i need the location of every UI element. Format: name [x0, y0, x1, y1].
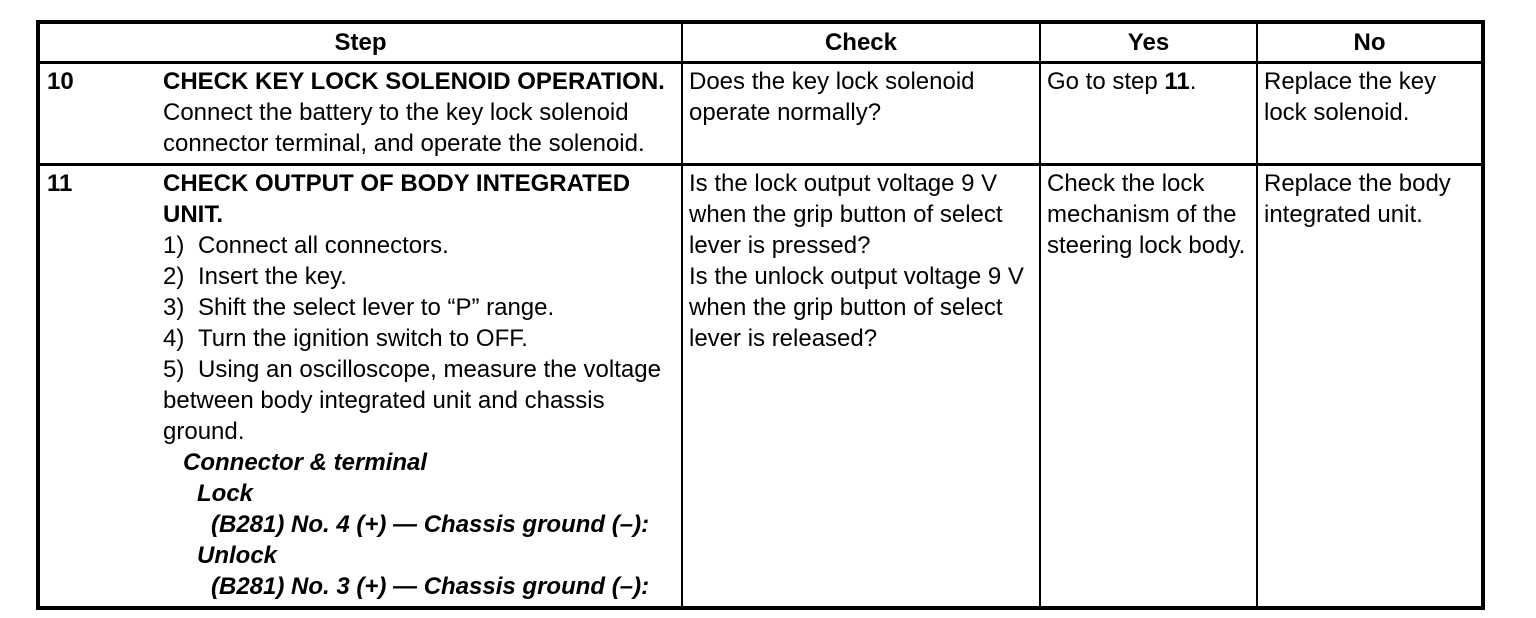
step-11-number: 11	[47, 170, 73, 197]
step-11-check-question-2: Is the unlock output voltage 9 V when th…	[689, 263, 1024, 352]
step-11-yes-cell: Check the lock mechanism of the steering…	[1039, 163, 1258, 609]
step-10-yes-text: Go to step 11.	[1047, 68, 1197, 95]
substep-1-number: 1)	[163, 232, 185, 259]
substep-2-number: 2)	[163, 263, 185, 290]
substep-4: 4) Turn the ignition switch to OFF.	[163, 323, 675, 354]
substep-1-text: Connect all connectors.	[198, 232, 449, 259]
substep-3: 3) Shift the select lever to “P” range.	[163, 292, 675, 323]
table-row-step-10: 10 CHECK KEY LOCK SOLENOID OPERATION. Co…	[37, 61, 1484, 166]
step-10-check-cell: Does the key lock solenoid operate norma…	[681, 61, 1041, 166]
table-header-row: Step Check Yes No	[37, 21, 1484, 64]
step-11-check-cell: Is the lock output voltage 9 V when the …	[681, 163, 1041, 609]
substep-5-number: 5)	[163, 356, 185, 383]
step-ref: 11	[1164, 68, 1190, 95]
spec-unlock-label: Unlock	[197, 542, 278, 569]
substep-1: 1) Connect all connectors.	[163, 230, 675, 261]
spec-unlock-terminal: (B281) No. 3 (+) — Chassis ground (–):	[211, 573, 650, 600]
step-11-title: CHECK OUTPUT OF BODY INTEGRATED UNIT.	[163, 170, 631, 228]
substep-3-text: Shift the select lever to “P” range.	[198, 294, 555, 321]
step-10-body: Connect the battery to the key lock sole…	[163, 99, 645, 157]
column-header-step: Step	[37, 21, 683, 64]
spec-lock-terminal: (B281) No. 4 (+) — Chassis ground (–):	[211, 511, 650, 538]
step-11-no-text: Replace the body integrated unit.	[1264, 170, 1451, 228]
step-10-cell: 10 CHECK KEY LOCK SOLENOID OPERATION. Co…	[37, 61, 683, 166]
step-11-no-cell: Replace the body integrated unit.	[1256, 163, 1484, 609]
substep-2: 2) Insert the key.	[163, 261, 675, 292]
substep-5: 5)Using an oscilloscope, measure the vol…	[163, 354, 675, 447]
step-10-title: CHECK KEY LOCK SOLENOID OPERATION.	[163, 68, 665, 95]
step-10-yes-cell: Go to step 11.	[1039, 61, 1258, 166]
step-10-check-text: Does the key lock solenoid operate norma…	[689, 68, 975, 126]
column-header-check: Check	[681, 21, 1041, 64]
step-11-yes-text: Check the lock mechanism of the steering…	[1047, 170, 1246, 259]
substep-2-text: Insert the key.	[198, 263, 347, 290]
spec-heading: Connector & terminal	[183, 449, 428, 476]
step-10-number: 10	[47, 68, 74, 95]
spec-lock-label: Lock	[197, 480, 254, 507]
substep-4-number: 4)	[163, 325, 185, 352]
step-11-cell: 11 CHECK OUTPUT OF BODY INTEGRATED UNIT.…	[37, 163, 683, 609]
step-10-no-text: Replace the key lock solenoid.	[1264, 68, 1437, 126]
column-header-no: No	[1256, 21, 1484, 64]
substep-4-text: Turn the ignition switch to OFF.	[198, 325, 528, 352]
table-row-step-11: 11 CHECK OUTPUT OF BODY INTEGRATED UNIT.…	[37, 163, 1484, 609]
step-10-no-cell: Replace the key lock solenoid.	[1256, 61, 1484, 166]
substep-5-text: Using an oscilloscope, measure the volta…	[163, 356, 661, 445]
step-11-check-question-1: Is the lock output voltage 9 V when the …	[689, 170, 1003, 259]
connector-terminal-spec: Connector & terminal Lock (B281) No. 4 (…	[163, 447, 675, 602]
substep-3-number: 3)	[163, 294, 185, 321]
column-header-yes: Yes	[1039, 21, 1258, 64]
diagnostic-table: Step Check Yes No 10 CHECK KEY LOCK SOLE…	[36, 20, 1485, 610]
